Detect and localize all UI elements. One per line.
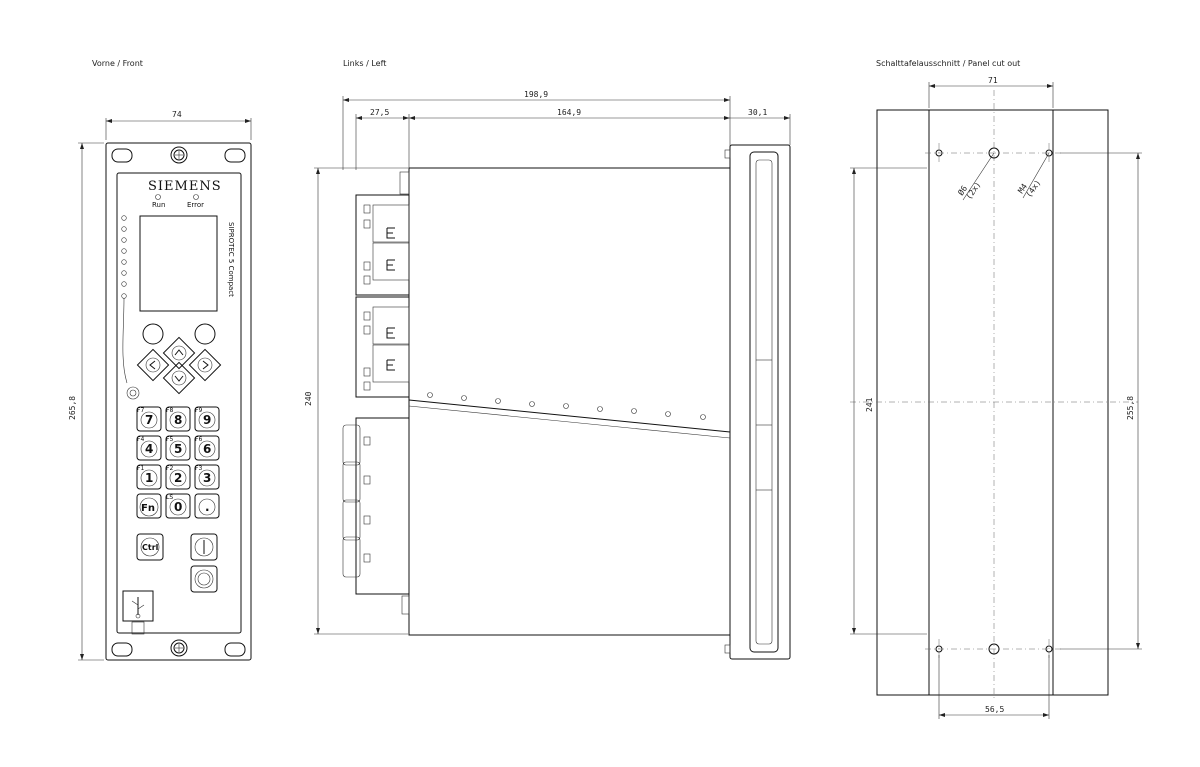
cutout-view: 71 241 255,8 Ø6	[850, 76, 1142, 719]
switch-key[interactable]	[190, 533, 218, 561]
terminal-block-upper	[355, 171, 410, 398]
dim-front-width: 74	[172, 110, 182, 119]
front-panel-side	[724, 144, 791, 660]
thread-count-label: (4x)	[1024, 178, 1042, 199]
key-8[interactable]: 8F8	[165, 406, 191, 432]
svg-text:4: 4	[145, 442, 153, 456]
front-view-title: Vorne / Front	[92, 59, 143, 68]
key-fn[interactable]: Fn	[136, 493, 162, 519]
nav-pad[interactable]	[136, 336, 222, 395]
svg-text:Ctrl: Ctrl	[142, 543, 159, 552]
svg-text:0: 0	[174, 500, 182, 514]
dim-front-height: 265,8	[68, 396, 77, 420]
svg-text:F8: F8	[166, 407, 173, 414]
svg-text:.: .	[205, 500, 210, 514]
svg-text:F6: F6	[195, 436, 202, 443]
svg-text:3: 3	[203, 471, 211, 485]
error-label: Error	[187, 201, 204, 209]
key-dot[interactable]: .	[194, 493, 220, 519]
error-led	[193, 194, 199, 200]
display-screen	[139, 215, 218, 312]
svg-text:7: 7	[145, 413, 153, 427]
cutout-view-title: Schalttafelausschnitt / Panel cut out	[876, 59, 1020, 68]
reset-icon[interactable]	[126, 386, 140, 400]
push-button[interactable]	[190, 565, 218, 593]
svg-text:F4: F4	[137, 436, 144, 443]
dim-cut-height: 241	[865, 397, 874, 412]
softkey-right[interactable]	[194, 323, 216, 345]
dim-side-height: 240	[304, 391, 313, 406]
keypad: 7F7 8F8 9F9 4F4 5F5 6F6 1F1 2F2 3F3 Fn 0…	[136, 406, 220, 519]
dim-side-c: 30,1	[748, 108, 767, 117]
hole-count-label: (2x)	[964, 180, 982, 201]
svg-text:F5: F5	[166, 436, 173, 443]
key-6[interactable]: 6F6	[194, 435, 220, 461]
svg-text:LS: LS	[166, 494, 173, 501]
dim-cut-top: 71	[988, 76, 998, 85]
brand-logo: SIEMENS	[148, 179, 222, 194]
svg-text:6: 6	[203, 442, 211, 456]
key-7[interactable]: 7F7	[136, 406, 162, 432]
key-9[interactable]: 9F9	[194, 406, 220, 432]
dim-side-b: 164,9	[557, 108, 581, 117]
key-4[interactable]: 4F4	[136, 435, 162, 461]
softkey-left[interactable]	[142, 323, 164, 345]
dim-cut-bottom: 56,5	[985, 705, 1004, 714]
key-3[interactable]: 3F3	[194, 464, 220, 490]
key-5[interactable]: 5F5	[165, 435, 191, 461]
svg-text:9: 9	[203, 413, 211, 427]
svg-text:F3: F3	[195, 465, 202, 472]
left-view: 198,9 27,5 164,9 30,1 240	[304, 90, 791, 660]
dim-side-total: 198,9	[524, 90, 548, 99]
front-view: 74 265,8 SIEMENS Run Error SIPROTEC 5 Co…	[68, 110, 252, 661]
svg-text:F9: F9	[195, 407, 202, 414]
run-led	[155, 194, 161, 200]
svg-text:Fn: Fn	[141, 503, 155, 514]
key-2[interactable]: 2F2	[165, 464, 191, 490]
terminal-block-lower	[342, 417, 410, 615]
usb-icon[interactable]	[122, 590, 154, 635]
svg-text:1: 1	[145, 471, 153, 485]
svg-text:F1: F1	[137, 465, 144, 472]
svg-text:F7: F7	[137, 407, 144, 414]
left-view-title: Links / Left	[343, 59, 386, 68]
svg-text:2: 2	[174, 471, 182, 485]
dim-cut-outer: 255,8	[1126, 396, 1135, 420]
svg-text:5: 5	[174, 442, 182, 456]
svg-text:8: 8	[174, 413, 182, 427]
product-label: SIPROTEC 5 Compact	[227, 222, 235, 297]
led-column	[121, 215, 128, 384]
svg-text:F2: F2	[166, 465, 173, 472]
key-0[interactable]: 0LS	[165, 493, 191, 519]
run-label: Run	[152, 201, 165, 209]
key-1[interactable]: 1F1	[136, 464, 162, 490]
ctrl-key[interactable]: Ctrl	[136, 533, 164, 561]
vent-holes	[427, 392, 706, 420]
dim-side-a: 27,5	[370, 108, 389, 117]
